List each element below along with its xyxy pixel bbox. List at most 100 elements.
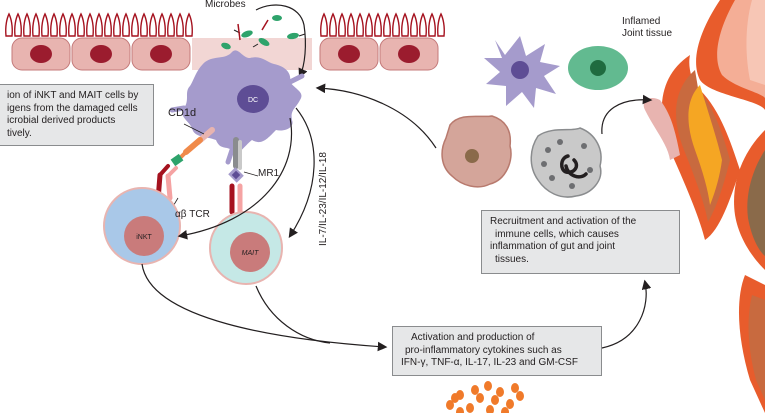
cytokine-dot <box>466 403 474 413</box>
cytokine-dot <box>471 385 479 395</box>
box-line: immune cells, which causes <box>495 228 619 240</box>
villus <box>365 12 373 37</box>
cytokine-production-box: Activation and production of pro-inflamm… <box>392 326 602 376</box>
cytokine-dot <box>456 407 464 413</box>
villus <box>41 12 49 37</box>
villus <box>185 12 193 37</box>
cytokine-dot <box>501 407 509 413</box>
villus <box>176 12 184 37</box>
inkt-cell <box>103 187 181 265</box>
box-line: pro-inflammatory cytokines such as <box>405 344 562 356</box>
villus <box>356 12 364 37</box>
gut-epithelium <box>5 12 445 71</box>
villus <box>347 12 355 37</box>
villus <box>167 12 175 37</box>
villus <box>149 12 157 37</box>
box-line: IFN-γ, TNF-α, IL-17, IL-23 and GM-CSF <box>401 357 578 368</box>
inflamed-tissue-label: Inflamed Joint tissue <box>622 16 672 40</box>
villus <box>437 12 445 37</box>
box-line: tively. <box>7 127 32 139</box>
cytokine-dot <box>506 399 514 409</box>
inflamed-tissue-line-2: Joint tissue <box>622 28 673 39</box>
villus <box>383 12 391 37</box>
inflamed-tissue-line-1: Inflamed <box>622 16 661 27</box>
villus <box>392 12 400 37</box>
inflamed-joint-graphic <box>643 0 765 413</box>
cd1d-label: CD1d <box>168 107 197 119</box>
arrow-to-cytokine-box <box>141 263 388 352</box>
box-line: ion of iNKT and MAIT cells by <box>7 90 139 101</box>
activation-recognition-box: ion of iNKT and MAIT cells by igens from… <box>0 84 154 146</box>
arrow-to-joint <box>601 94 653 135</box>
box-line: Activation and production of <box>411 332 535 343</box>
box-line: inflammation of gut and joint <box>490 241 616 252</box>
villus <box>140 12 148 37</box>
microbes-label: Microbes <box>205 0 246 10</box>
villus <box>131 12 139 37</box>
villus <box>122 12 130 37</box>
cytokine-axis-label: IL-7/IL-23/IL-12/IL-18 <box>318 152 329 246</box>
villus <box>23 12 31 37</box>
cytokine-dot <box>446 400 454 410</box>
arrow-to-recruitment <box>601 279 652 349</box>
cytokine-dot <box>496 387 504 397</box>
villus <box>419 12 427 37</box>
villus <box>374 12 382 37</box>
villus <box>401 12 409 37</box>
cytokine-dot <box>484 381 492 391</box>
box-line: icrobial derived products <box>7 115 116 126</box>
cytokine-arrow-inkt <box>177 117 292 240</box>
cd1d-pointer <box>183 123 205 135</box>
cytokine-dot <box>511 383 519 393</box>
mr1-pointer <box>243 171 259 177</box>
villus <box>32 12 40 37</box>
cytokine-dot <box>476 393 484 403</box>
mr1-label: MR1 <box>258 168 280 179</box>
epithelial-nucleus <box>30 45 52 63</box>
villus <box>86 12 94 37</box>
villus <box>320 12 328 37</box>
microbes <box>221 4 308 79</box>
epithelial-cells <box>11 37 439 71</box>
villus <box>329 12 337 37</box>
epithelial-nucleus <box>338 45 360 63</box>
dc-label: DC <box>248 97 258 104</box>
epithelial-nucleus <box>90 45 112 63</box>
villus <box>68 12 76 37</box>
cytokine-dot <box>486 405 494 413</box>
cytokine-dot <box>516 391 524 401</box>
immune-cells-cluster <box>441 36 628 198</box>
villus <box>77 12 85 37</box>
cytokine-dot <box>491 395 499 405</box>
arrow-to-dc <box>315 83 437 149</box>
mait-label: MAIT <box>242 250 259 257</box>
box-line: Recruitment and activation of the <box>490 216 637 227</box>
villi <box>5 12 445 37</box>
villus <box>5 12 13 37</box>
villus <box>14 12 22 37</box>
ab-tcr-label: αβ TCR <box>175 209 210 220</box>
cytokine-arrow-mait <box>288 107 315 239</box>
villus <box>338 12 346 37</box>
box-line: igens from the damaged cells <box>7 102 138 114</box>
epithelial-nucleus <box>398 45 420 63</box>
cd1d-receptor <box>170 127 215 167</box>
villus <box>95 12 103 37</box>
recruitment-box: Recruitment and activation of the immune… <box>481 210 680 274</box>
mr1-receptor <box>228 137 244 183</box>
villus <box>158 12 166 37</box>
mait-cell <box>209 211 283 285</box>
villus <box>113 12 121 37</box>
cytokine-dot <box>451 393 459 403</box>
arrow-mait-merge <box>255 285 331 344</box>
box-line: tissues. <box>495 253 529 265</box>
inkt-label: iNKT <box>136 234 152 241</box>
villus <box>410 12 418 37</box>
mait-tcr <box>229 183 243 215</box>
epithelial-nucleus <box>150 45 172 63</box>
villus <box>104 12 112 37</box>
cytokine-dots <box>446 381 524 413</box>
villus <box>59 12 67 37</box>
villus <box>428 12 436 37</box>
